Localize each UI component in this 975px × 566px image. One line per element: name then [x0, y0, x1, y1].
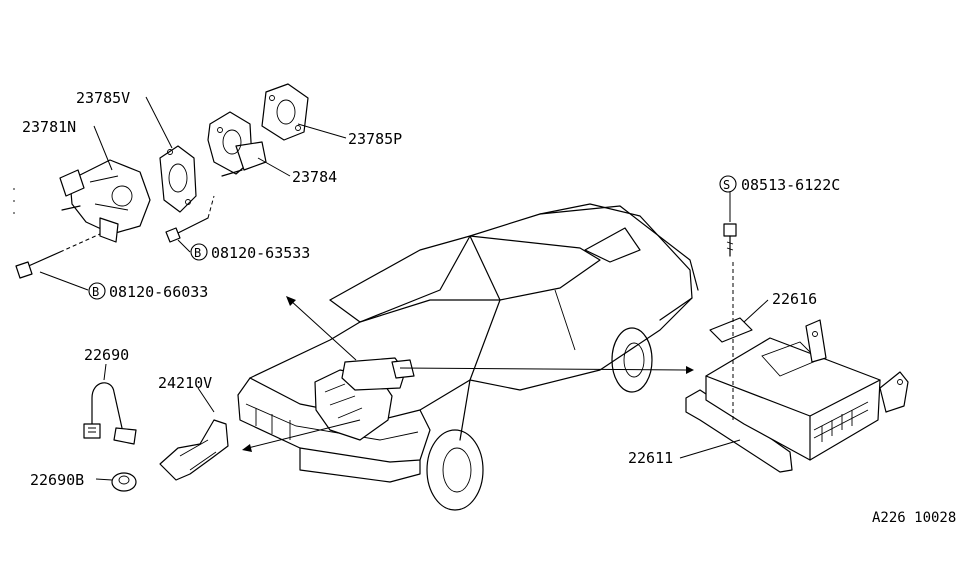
label-22611: 22611 — [628, 449, 673, 467]
gasket-23785p — [261, 83, 309, 141]
bracket-24210v — [159, 419, 229, 481]
screw-symbol-icon — [719, 175, 737, 193]
label-08120-66033: 08120-66033 — [109, 283, 208, 301]
oxygen-sensor — [83, 382, 137, 445]
label-24210v: 24210V — [158, 374, 212, 392]
screw-08513-6122c — [723, 223, 737, 257]
direction-arrows — [242, 296, 694, 452]
label-23784: 23784 — [292, 168, 337, 186]
label-22616: 22616 — [772, 290, 817, 308]
label-08513-6122c: 08513-6122C — [741, 176, 840, 194]
screw-symbol-label: S — [723, 178, 730, 192]
bolt-08120-66033 — [15, 233, 101, 279]
label-23785p: 23785P — [348, 130, 402, 148]
bolt-symbol-label: B — [194, 246, 201, 260]
leader-lines — [39, 96, 769, 481]
sensor-gasket-22690b — [111, 472, 137, 492]
car-illustration — [237, 203, 699, 511]
label-23785v: 23785V — [76, 89, 130, 107]
bolt-symbol-icon — [190, 243, 208, 261]
gasket-23785v — [159, 145, 197, 213]
bolt-symbol-icon — [88, 282, 106, 300]
ecu-assembly — [685, 319, 909, 473]
idle-control-valve — [13, 159, 151, 243]
bolt-symbol-label: B — [92, 285, 99, 299]
diagram-code: A226 10028 — [872, 510, 956, 526]
label-22690b: 22690B — [30, 471, 84, 489]
callout-labels: 23785V 23781N 23785P 23784 B 08120-63533… — [22, 89, 956, 526]
label-23781n: 23781N — [22, 118, 76, 136]
bracket-22616 — [709, 262, 753, 420]
aac-valve-23784 — [207, 111, 267, 177]
label-08120-63533: 08120-63533 — [211, 244, 310, 262]
label-22690: 22690 — [84, 346, 129, 364]
bolt-08120-63533 — [165, 195, 215, 243]
